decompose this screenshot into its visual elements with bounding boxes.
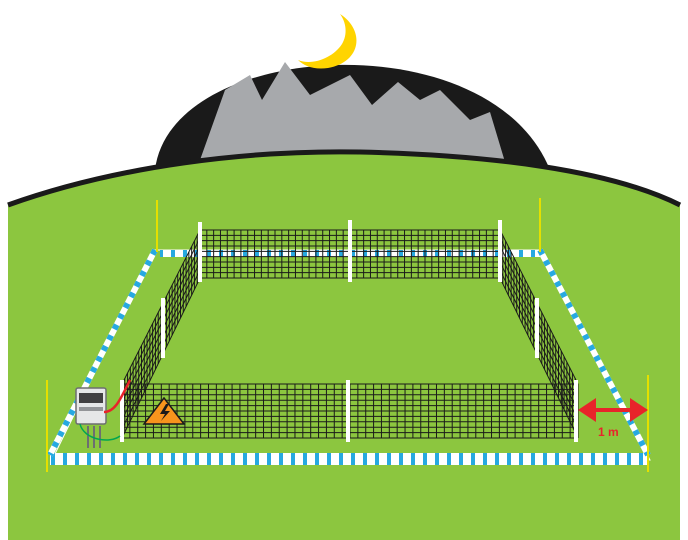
night-sky-dome <box>155 14 550 170</box>
crescent-moon-icon <box>298 14 356 69</box>
distance-label: 1 m <box>598 425 619 439</box>
